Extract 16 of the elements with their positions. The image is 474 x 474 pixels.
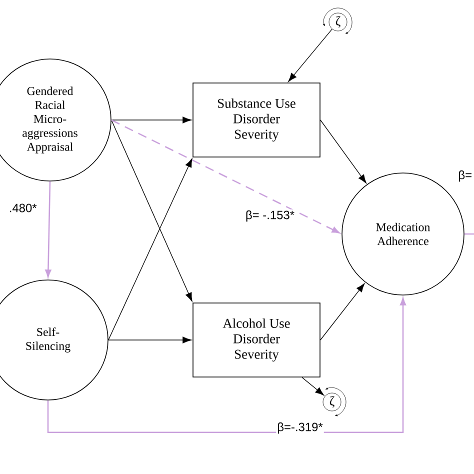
arrow xyxy=(288,28,332,82)
arrow xyxy=(45,181,52,278)
arrow xyxy=(108,158,192,340)
variable-box: Substance Use Disorder Severity xyxy=(192,82,320,158)
arrow xyxy=(111,120,192,302)
edge-label: .480* xyxy=(8,202,38,214)
arrow xyxy=(47,298,406,434)
arrow xyxy=(320,283,365,340)
arrow xyxy=(111,119,340,234)
edge-label: β=-.319* xyxy=(276,421,324,435)
arrow xyxy=(302,377,324,396)
arrow xyxy=(320,120,366,184)
variable-box: Alcohol Use Disorder Severity xyxy=(192,302,320,378)
arrow xyxy=(111,116,192,124)
edge-label: β= -.153* xyxy=(244,209,296,223)
arrow xyxy=(108,336,192,344)
